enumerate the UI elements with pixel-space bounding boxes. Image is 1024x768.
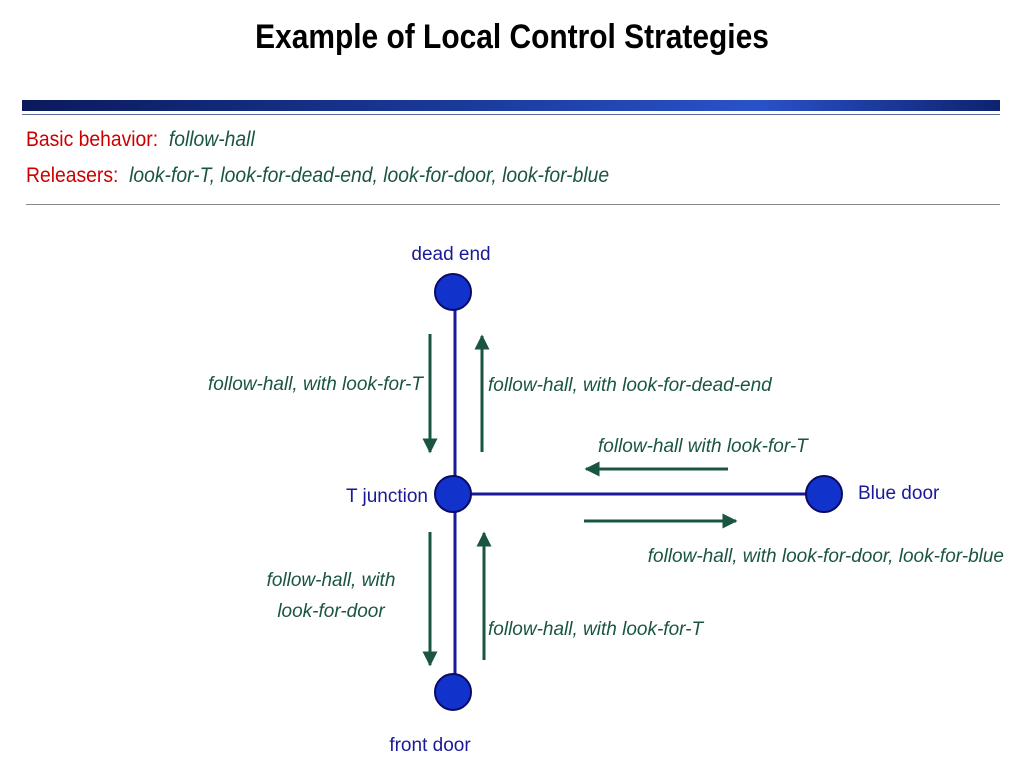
releasers-label: Releasers: (26, 164, 119, 187)
front-door-node (434, 673, 472, 711)
basic-behavior-value: follow-hall (168, 128, 255, 151)
header-bar (22, 100, 1000, 111)
blue-door-label: Blue door (858, 483, 940, 504)
dead-end-label: dead end (411, 244, 490, 265)
blue-door-node (805, 475, 843, 513)
releasers-line: Releasers: look-for-T, look-for-dead-end… (26, 164, 609, 188)
edge-label-right-right-hall: follow-hall, with look-for-door, look-fo… (648, 546, 1004, 567)
basic-behavior-line: Basic behavior: follow-hall (26, 128, 255, 152)
edge-label-left-right-hall: follow-hall with look-for-T (598, 436, 809, 457)
edge-label-down-lower-line2: look-for-door (277, 601, 385, 622)
releasers-value: look-for-T, look-for-dead-end, look-for-… (129, 164, 610, 187)
front-door-label: front door (389, 735, 471, 756)
t-junction-label: T junction (346, 486, 428, 507)
edge-label-down-lower-line1: follow-hall, with (267, 570, 396, 591)
t-junction-node (434, 475, 472, 513)
dead-end-node (434, 273, 472, 311)
edge-label-up-upper: follow-hall, with look-for-dead-end (488, 375, 773, 396)
edge-label-down-upper: follow-hall, with look-for-T (208, 374, 424, 395)
edge-label-up-lower: follow-hall, with look-for-T (488, 619, 704, 640)
divider-rule (26, 204, 1000, 205)
header-bar-underline (22, 114, 1000, 115)
slide-title: Example of Local Control Strategies (255, 18, 769, 56)
basic-behavior-label: Basic behavior: (26, 128, 159, 151)
